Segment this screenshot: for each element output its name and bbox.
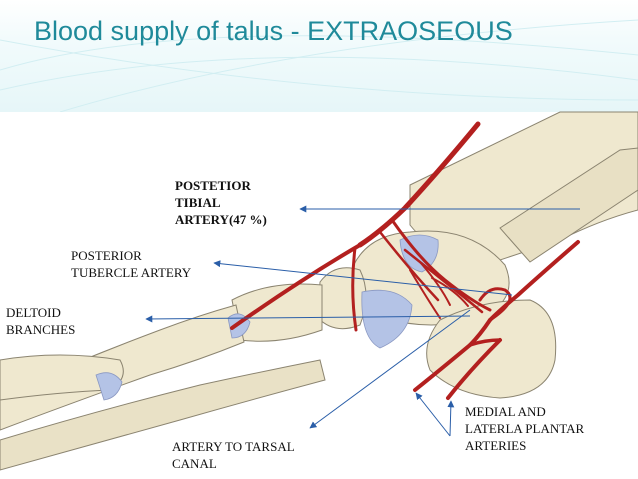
tarsal-branch [390, 218, 492, 312]
label-line: TIBIAL [175, 195, 221, 210]
foot-bones [0, 111, 638, 471]
label-deltoid-branches: DELTOID BRANCHES [6, 304, 75, 338]
label-line: ARTERY TO TARSAL [172, 439, 295, 454]
navicular-cartilage [361, 289, 413, 349]
fibula-bone [499, 147, 638, 263]
label-line: ARTERIES [465, 438, 527, 453]
label-line: TUBERCLE ARTERY [71, 265, 192, 280]
label-line: MEDIAL AND [465, 404, 546, 419]
label-posterior-tibial-artery: POSTETIOR TIBIAL ARTERY(47 %) [175, 177, 267, 228]
cuneiform-bone [231, 283, 323, 342]
tubercle-branch [378, 230, 440, 302]
label-posterior-tubercle-artery: POSTERIOR TUBERCLE ARTERY [71, 247, 191, 281]
pointer-medial-plantar [415, 392, 451, 437]
label-line: BRANCHES [6, 322, 76, 337]
lateral-plantar-artery [446, 338, 502, 400]
posterior-tibial-trunk [357, 121, 481, 248]
pointer-lateral-plantar [447, 400, 455, 437]
toe-joint-cartilage [95, 372, 123, 401]
pointer-posterior-tubercle [213, 260, 513, 296]
label-line: DELTOID [6, 305, 61, 320]
annotation-pointers [145, 205, 580, 437]
label-line: LATERLA PLANTAR [465, 421, 585, 436]
label-line: POSTERIOR [71, 248, 142, 263]
label-line: CANAL [172, 456, 217, 471]
anterior-artery [230, 243, 362, 330]
posterior-loop [478, 287, 512, 322]
pointer-tarsal-canal [309, 309, 471, 429]
deltoid-branch [403, 248, 484, 314]
plantar-connector [468, 338, 502, 347]
banner-decoration [0, 19, 638, 112]
dorsal-branch [351, 246, 358, 332]
label-plantar-arteries: MEDIAL AND LATERLA PLANTAR ARTERIES [465, 403, 584, 454]
pointer-deltoid [145, 315, 471, 323]
slide-title: Blood supply of talus - EXTRAOSEOUS [34, 16, 513, 46]
label-line: ARTERY(47 %) [175, 212, 267, 227]
label-artery-to-tarsal-canal: ARTERY TO TARSAL CANAL [172, 438, 295, 472]
medial-plantar-artery [413, 343, 472, 392]
metatarsal-lower [0, 359, 326, 471]
arteries [230, 121, 580, 400]
title-banner: Blood supply of talus - EXTRAOSEOUS [0, 0, 638, 112]
toe-phalanx [0, 354, 124, 401]
fine-branches [409, 261, 469, 319]
label-line: POSTETIOR [175, 178, 251, 193]
